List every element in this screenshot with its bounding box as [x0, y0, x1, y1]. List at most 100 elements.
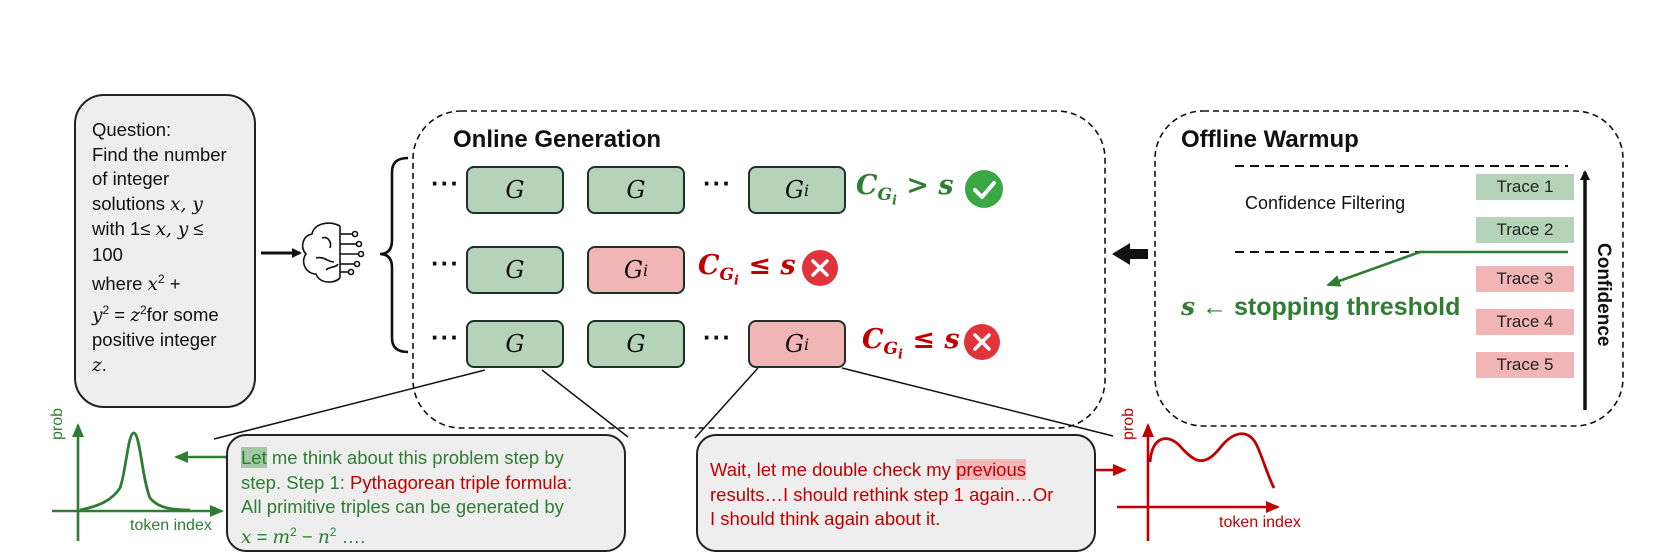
- text-run: 2: [290, 524, 297, 539]
- condition-subscript: Gi: [883, 339, 903, 363]
- text-run: =: [109, 303, 131, 325]
- generation-subscript: i: [804, 180, 810, 200]
- online-generation-title: Online Generation: [453, 126, 662, 153]
- left-plot-ylabel: prob: [49, 407, 66, 440]
- condition-base: C: [856, 170, 878, 201]
- math-term: x: [241, 526, 252, 548]
- left-plot-xlabel: token index: [130, 517, 212, 534]
- ellipsis: ···: [431, 248, 460, 278]
- generation-label: G: [505, 330, 525, 358]
- question-line: solutions x, y: [92, 192, 242, 218]
- text-run: Find the number: [92, 143, 227, 165]
- text-run: 2: [102, 302, 110, 317]
- text-run: results…I should rethink step 1 again…Or: [710, 483, 1054, 505]
- right-plot-xlabel: token index: [1219, 514, 1301, 531]
- left-prob-plot: [52, 423, 224, 541]
- text-run: I should think again about it.: [710, 508, 941, 529]
- generation-label: G: [626, 330, 646, 358]
- question-line: of integer: [92, 167, 242, 192]
- generation-subscript: i: [643, 260, 649, 280]
- question-line: positive integer: [92, 328, 242, 353]
- x-circle-icon: [802, 250, 838, 286]
- math-term: y: [92, 304, 103, 326]
- math-term: x, y: [155, 219, 189, 240]
- generation-box: G: [587, 320, 685, 368]
- confidence-condition: CGi > s: [856, 170, 954, 209]
- offline-warmup-title: Offline Warmup: [1181, 126, 1359, 153]
- threshold-symbol: s: [1181, 292, 1196, 321]
- left-reasoning-bubble: Let me think about this problem step by s…: [226, 434, 626, 552]
- generation-box: G: [466, 166, 564, 214]
- question-line: with 1≤ x, y ≤: [92, 217, 242, 243]
- condition-relation: ≤: [902, 324, 945, 355]
- math-term: z: [92, 354, 102, 376]
- confidence-condition: CGi ≤ s: [698, 250, 796, 289]
- offline-warmup-panel: [1154, 110, 1624, 427]
- ellipsis: ···: [703, 322, 732, 352]
- highlighted-token: previous: [956, 459, 1027, 480]
- confidence-filtering-label: Confidence Filtering: [1245, 193, 1406, 213]
- block-arrow: [1112, 243, 1148, 265]
- text-run: step. Step 1:: [241, 471, 351, 493]
- text-run: where: [92, 273, 148, 295]
- condition-relation: >: [896, 170, 939, 201]
- ellipsis: ···: [431, 168, 460, 198]
- trace-item: Trace 4: [1476, 309, 1574, 335]
- text-run: 2: [157, 272, 165, 286]
- condition-rhs: s: [780, 250, 796, 281]
- question-line: where x2 +: [92, 267, 242, 298]
- condition-subscript: Gi: [719, 265, 739, 289]
- text-run: for some: [146, 303, 219, 325]
- text-run: ….: [336, 525, 366, 547]
- condition-rhs: s: [938, 170, 954, 201]
- text-run: me think about this problem step by: [266, 447, 564, 468]
- math-term: z: [130, 304, 140, 326]
- trace-item: Trace 2: [1476, 217, 1574, 243]
- condition-base: C: [698, 250, 720, 281]
- generation-box: G: [466, 246, 564, 294]
- text-run: 100: [92, 243, 123, 265]
- left-prob-curve: [79, 431, 191, 512]
- math-term: x: [147, 274, 158, 296]
- generation-box: G: [587, 166, 685, 214]
- text-run: .: [101, 353, 107, 375]
- threshold-arrow: [1326, 250, 1421, 287]
- threshold-text: stopping threshold: [1233, 293, 1461, 321]
- text-run: All primitive triples can be generated b…: [241, 496, 564, 517]
- bubble-line: x = m2 − n2 ….: [241, 520, 572, 551]
- text-run: +: [164, 273, 181, 295]
- text-run: of integer: [92, 168, 170, 189]
- stopping-threshold-label: s ← stopping threshold: [1181, 292, 1460, 322]
- generation-box: G: [466, 320, 564, 368]
- generation-label: G: [784, 330, 805, 358]
- online-generation-panel: [412, 110, 1106, 429]
- math-term: m: [272, 526, 291, 548]
- condition-base: C: [862, 324, 884, 355]
- zoom-line-left-a: [213, 369, 486, 440]
- question-line: Question:: [92, 118, 242, 143]
- text-run: :: [567, 471, 573, 493]
- trace-item: Trace 1: [1476, 174, 1574, 200]
- question-line: y2 = z2for some: [92, 298, 242, 329]
- highlighted-token: Let: [241, 447, 267, 468]
- generation-label: G: [623, 256, 644, 284]
- right-prob-curve: [1148, 432, 1276, 489]
- text-run: Pythagorean triple formula: [350, 471, 567, 493]
- condition-rhs: s: [944, 324, 960, 355]
- condition-subscript: Gi: [877, 185, 897, 209]
- generation-label: G: [784, 176, 805, 204]
- ellipsis: ···: [703, 168, 732, 198]
- question-line: 100: [92, 243, 242, 268]
- text-run: 2: [329, 524, 337, 539]
- text-run: =: [251, 525, 273, 547]
- text-run: ≤: [188, 218, 204, 239]
- bubble-line: step. Step 1: Pythagorean triple formula…: [241, 471, 572, 496]
- brain-circuit-icon: [301, 222, 365, 283]
- bubble-line: I should think again about it.: [710, 507, 1053, 532]
- trace-item: Trace 5: [1476, 352, 1574, 378]
- text-run: −: [296, 525, 318, 547]
